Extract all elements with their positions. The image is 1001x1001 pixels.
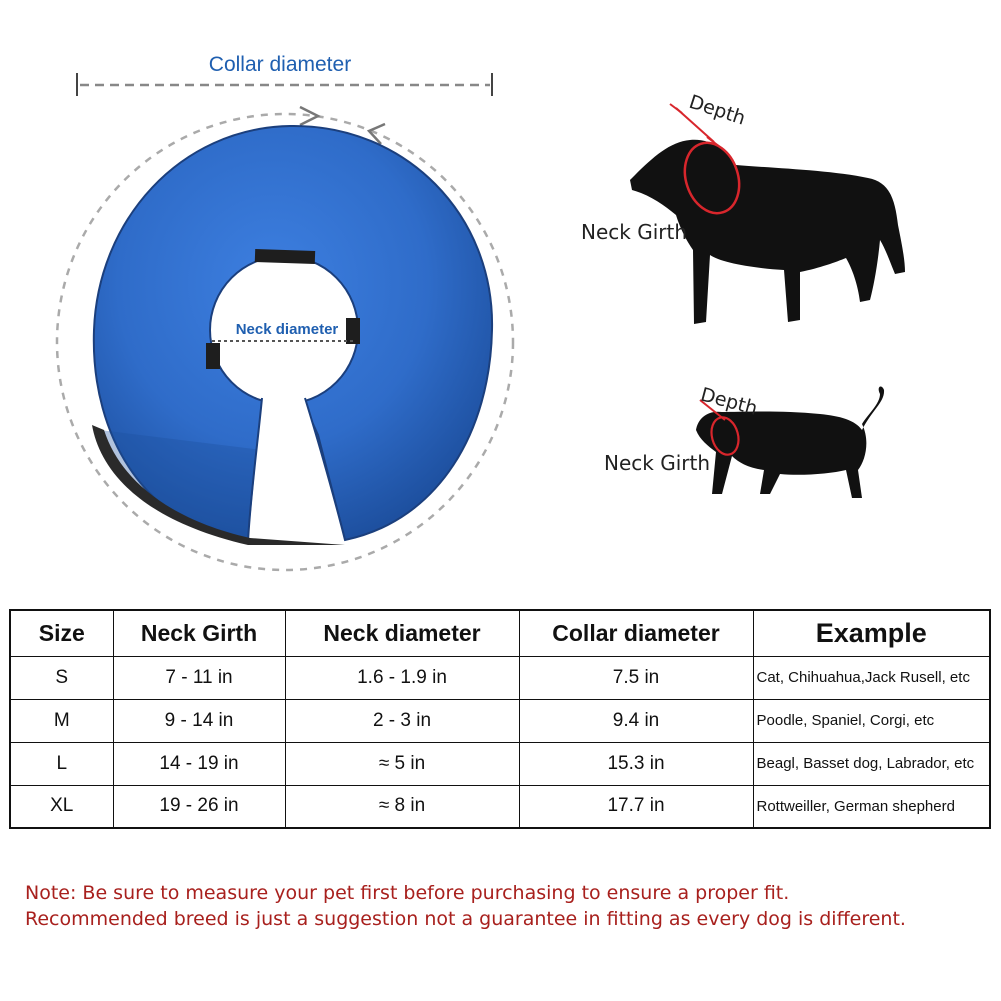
table-row: S 7 - 11 in 1.6 - 1.9 in 7.5 in Cat, Chi… <box>9 655 991 700</box>
size-table: Size Neck Girth Neck diameter Collar dia… <box>9 609 991 829</box>
cell-size: S <box>9 655 114 700</box>
neck-diameter-label: Neck diameter <box>236 321 339 338</box>
dog-neck-girth-label: Neck Girth <box>581 220 687 244</box>
inflatable-collar: Neck diameter <box>92 124 494 545</box>
table-row: XL 19 - 26 in ≈ 8 in 17.7 in Rottweiller… <box>9 784 991 829</box>
cat-neck-girth-label: Neck Girth <box>604 451 710 475</box>
cell-collar-diameter: 7.5 in <box>518 655 754 700</box>
header-size: Size <box>9 609 114 657</box>
table-header-row: Size Neck Girth Neck diameter Collar dia… <box>9 609 991 657</box>
cell-size: M <box>9 698 114 743</box>
cell-neck-diameter: ≈ 8 in <box>284 784 520 829</box>
header-neck-diameter: Neck diameter <box>284 609 520 657</box>
cell-example: Poodle, Spaniel, Corgi, etc <box>752 698 991 743</box>
cell-collar-diameter: 17.7 in <box>518 784 754 829</box>
circumference-guide <box>55 105 515 572</box>
collar-diameter-label: Collar diameter <box>209 53 351 76</box>
table-row: L 14 - 19 in ≈ 5 in 15.3 in Beagl, Basse… <box>9 741 991 786</box>
header-neck-girth: Neck Girth <box>112 609 286 657</box>
cell-neck-girth: 7 - 11 in <box>112 655 286 700</box>
cell-example: Beagl, Basset dog, Labrador, etc <box>752 741 991 786</box>
cat-silhouette: Depth Neck Girth <box>604 384 885 498</box>
cell-size: L <box>9 741 114 786</box>
cell-neck-diameter: ≈ 5 in <box>284 741 520 786</box>
note-line-1: Note: Be sure to measure your pet first … <box>25 882 790 904</box>
sizing-note: Note: Be sure to measure your pet first … <box>25 880 985 932</box>
cell-neck-girth: 19 - 26 in <box>112 784 286 829</box>
header-example: Example <box>752 609 991 657</box>
cell-size: XL <box>9 784 114 829</box>
cell-neck-girth: 14 - 19 in <box>112 741 286 786</box>
collar-diameter-dimension: Collar diameter <box>76 53 493 96</box>
cell-neck-diameter: 2 - 3 in <box>284 698 520 743</box>
dog-depth-label: Depth <box>686 91 748 130</box>
cell-example: Cat, Chihuahua,Jack Rusell, etc <box>752 655 991 700</box>
cell-collar-diameter: 9.4 in <box>518 698 754 743</box>
note-line-2: Recommended breed is just a suggestion n… <box>25 908 906 930</box>
size-chart: Size Neck Girth Neck diameter Collar dia… <box>9 609 991 829</box>
cell-collar-diameter: 15.3 in <box>518 741 754 786</box>
header-collar-diameter: Collar diameter <box>518 609 754 657</box>
dog-silhouette: Depth Neck Girth <box>581 91 905 324</box>
cell-neck-girth: 9 - 14 in <box>112 698 286 743</box>
cell-neck-diameter: 1.6 - 1.9 in <box>284 655 520 700</box>
cell-example: Rottweiller, German shepherd <box>752 784 991 829</box>
product-illustration: Collar diameter Neck diameter Depth <box>55 53 905 572</box>
table-row: M 9 - 14 in 2 - 3 in 9.4 in Poodle, Span… <box>9 698 991 743</box>
